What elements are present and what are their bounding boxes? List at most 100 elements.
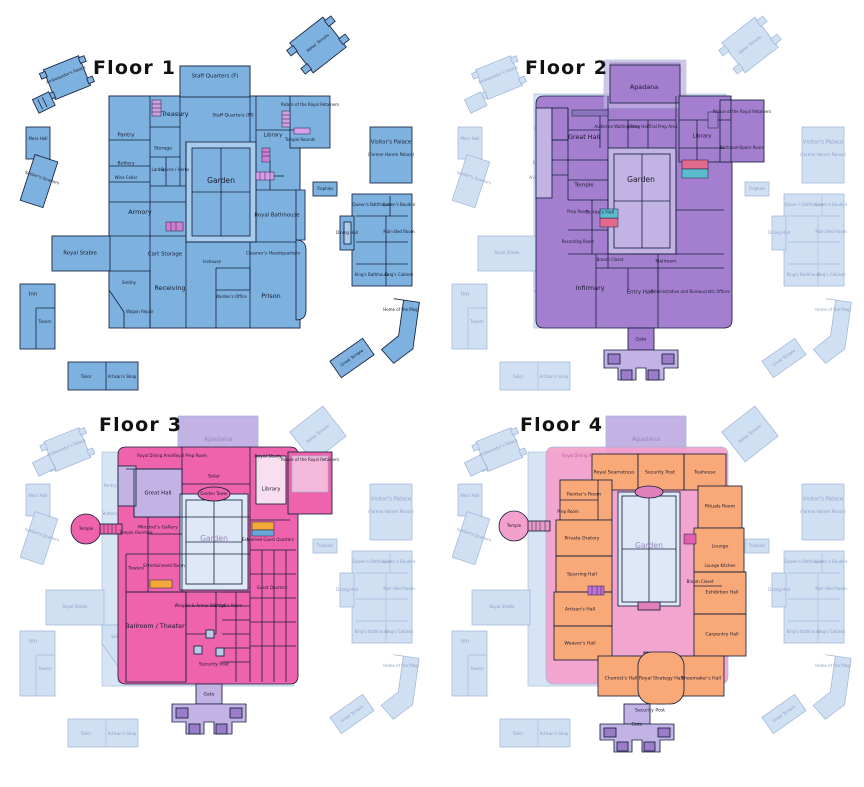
label-great-hall-f3: Great Hall <box>144 491 171 497</box>
label-mess-hall-f2: Mess Hall <box>460 136 479 141</box>
label-magi-1: Home of the Magi <box>383 307 419 312</box>
label-main-bed-room: Main Bed Room <box>383 229 414 234</box>
label-kings-cabinet-f2: King's Cabinet <box>817 272 846 277</box>
floor1-main-palace: Staff Quarters (F) Treasury Staff Quarte… <box>51 65 339 329</box>
label-library-f1: Library <box>264 133 284 139</box>
label-royal-retainers-f3: Palace of the Royal Retainers <box>281 457 339 462</box>
label-trial-prep: Trial Prep Area <box>648 124 678 129</box>
label-artisans-shop-f3: Artisan's Shop <box>108 731 137 736</box>
label-tavern-f3: Tavern <box>37 666 52 671</box>
label-recording-room: Recording Room <box>562 239 595 244</box>
label-exhibition-hall: Exhibition Hall <box>705 590 738 596</box>
label-inn-f2: Inn <box>461 292 469 298</box>
label-trophies: Trophies <box>316 186 334 191</box>
floor2-main-palace: Apadana Great Hall Audience Waiting Area… <box>535 59 771 381</box>
label-mess-hall-f4: Mess Hall <box>460 493 479 498</box>
outer-ambassadors-palace <box>38 55 95 101</box>
label-royal-prep-room: Royal Prep Room <box>173 453 207 458</box>
label-garden-f2: Garden <box>627 175 655 184</box>
label-inn: Inn <box>29 292 37 298</box>
label-tailor-f2: Tailor <box>512 374 524 379</box>
label-tailor: Tailor <box>80 374 92 379</box>
label-temple-overlook: Temple Overlook <box>118 530 153 535</box>
label-artisans-shop-f2: Artisan's Shop <box>540 374 569 379</box>
label-kings-bathhouse-f4: King's Bathhouse <box>787 629 822 634</box>
label-royal-stable-f2: Royal Stable <box>495 250 520 255</box>
label-kings-cabinet: King's Cabinet <box>385 272 414 277</box>
label-queens-bathhouse-f3: Queen's Bathhouse <box>353 559 392 564</box>
label-queens-boudoir-f2: Queen's Boudoir <box>814 202 847 207</box>
label-visitors-palace-sub-f3: (Former Harem Palace) <box>368 509 415 514</box>
outer-tailor-shop <box>67 361 139 391</box>
label-bathroom-f2: Bathroom <box>720 145 740 150</box>
label-royal-strategy-hall: Royal Strategy Hall <box>639 676 683 682</box>
label-garden-f3: Garden <box>200 534 228 543</box>
label-spare-room-f2: Spare Room <box>740 145 764 150</box>
garden-tower-bubble <box>197 486 231 502</box>
label-audience-waiting: Audience Waiting Area <box>594 124 640 129</box>
label-guest-quarters: Guest Quarters <box>257 585 288 590</box>
label-cleaners-hq: Cleaner's Headquarters <box>246 251 301 257</box>
floor-3-title: Floor 3 <box>99 414 183 436</box>
outer-visitors-palace <box>369 126 413 184</box>
label-mailroom: Mailroom <box>655 259 677 265</box>
label-queens-bathhouse-f4: Queen's Bathhouse <box>785 559 824 564</box>
label-visitors-palace-sub-f2: (Former Harem Palace) <box>800 152 847 157</box>
label-gate-f2: Gate <box>635 337 646 343</box>
label-royal-dining-f4: Royal Dining Area <box>562 453 598 458</box>
label-royal-bathhouse: Royal Bathhouse <box>254 213 300 219</box>
label-prep-room-f2: Prep Room <box>567 209 589 214</box>
panel-floor-4: Water Temple Ambassador's Palace Mess Ha… <box>432 394 864 787</box>
label-main-bed-room-f2: Main Bed Room <box>815 229 846 234</box>
label-kings-bathhouse-f2: King's Bathhouse <box>787 272 822 277</box>
label-trophies-f2: Trophies <box>748 186 766 191</box>
label-armory: Armory <box>128 208 152 216</box>
panel-floor-1: Water Temple Ambassador's Palace M <box>0 0 432 393</box>
label-queens-bathhouse-f2: Queen's Bathhouse <box>785 202 824 207</box>
label-private-oratory: Private Oratory <box>564 536 599 542</box>
outer-water-temple <box>286 15 350 75</box>
label-lounge: Lounge <box>712 544 729 550</box>
label-icehouse: Icehouse <box>203 259 221 264</box>
label-royal-study-f3: Royal Study <box>254 454 282 460</box>
label-security-post-f4-bottom: Security Post <box>635 708 665 714</box>
label-broom-closet-f4: Broom Closet <box>687 579 714 584</box>
outer-small-gatehouse <box>31 91 56 114</box>
label-pantry-f3: Pantry <box>104 483 117 488</box>
label-buttery: Buttery <box>117 161 134 167</box>
label-cart-storage: Cart Storage <box>148 252 183 258</box>
outer-inn <box>19 283 56 350</box>
label-carpentry-hall: Carpentry Hall <box>705 632 738 638</box>
label-wardens-office: Warden's Office <box>215 294 247 299</box>
label-kings-bathhouse-f3: King's Bathhouse <box>355 629 390 634</box>
label-garden-tower: Garden Tower <box>200 491 228 496</box>
label-queens-boudoir: Queen's Boudoir <box>382 202 415 207</box>
label-staff-quarters-f: Staff Quarters (F) <box>192 74 239 80</box>
label-mess-hall: Mess Hall <box>28 136 47 141</box>
label-royal-retainers-f1: Palace of the Royal Retainers <box>281 102 339 107</box>
label-queens-boudoir-f3: Queen's Boudoir <box>382 559 415 564</box>
label-treasury: Treasury <box>160 110 188 118</box>
panel-floor-2: Water Temple Ambassador's Palace Mess Ha… <box>432 0 864 393</box>
label-entry-hall: Entry Hall <box>627 290 653 296</box>
floor-2-title: Floor 2 <box>525 57 609 79</box>
label-shoemakers-hall: Shoemaker's Hall <box>681 676 721 682</box>
label-visitors-palace-f2: Visitor's Palace <box>803 140 844 146</box>
label-visitors-palace-f3: Visitor's Palace <box>371 497 412 503</box>
label-apadana-f3: Apadana <box>204 435 232 443</box>
label-broom-closet-f2: Broom Closet <box>597 257 624 262</box>
label-magi-f2: Home of the Magi <box>815 307 851 312</box>
label-weavers-hall: Weaver's Hall <box>564 641 595 647</box>
floor3-main-palace: Apadana <box>70 415 339 735</box>
label-painters-room: Painter's Room <box>567 492 602 498</box>
label-visitors-palace-f4: Visitor's Palace <box>803 497 844 503</box>
label-garden-f4: Garden <box>635 541 663 550</box>
label-teahouse: Teahouse <box>693 470 716 476</box>
label-storage: Storage <box>154 146 172 152</box>
label-solar: Solar <box>208 474 220 480</box>
label-apadana-f2: Apadana <box>630 83 658 91</box>
panel-floor-3: Water Temple Ambassador's Palace Mess Ha… <box>0 394 432 787</box>
outer-soldiers-quarters <box>19 154 59 209</box>
label-receiving: Receiving <box>155 284 186 292</box>
